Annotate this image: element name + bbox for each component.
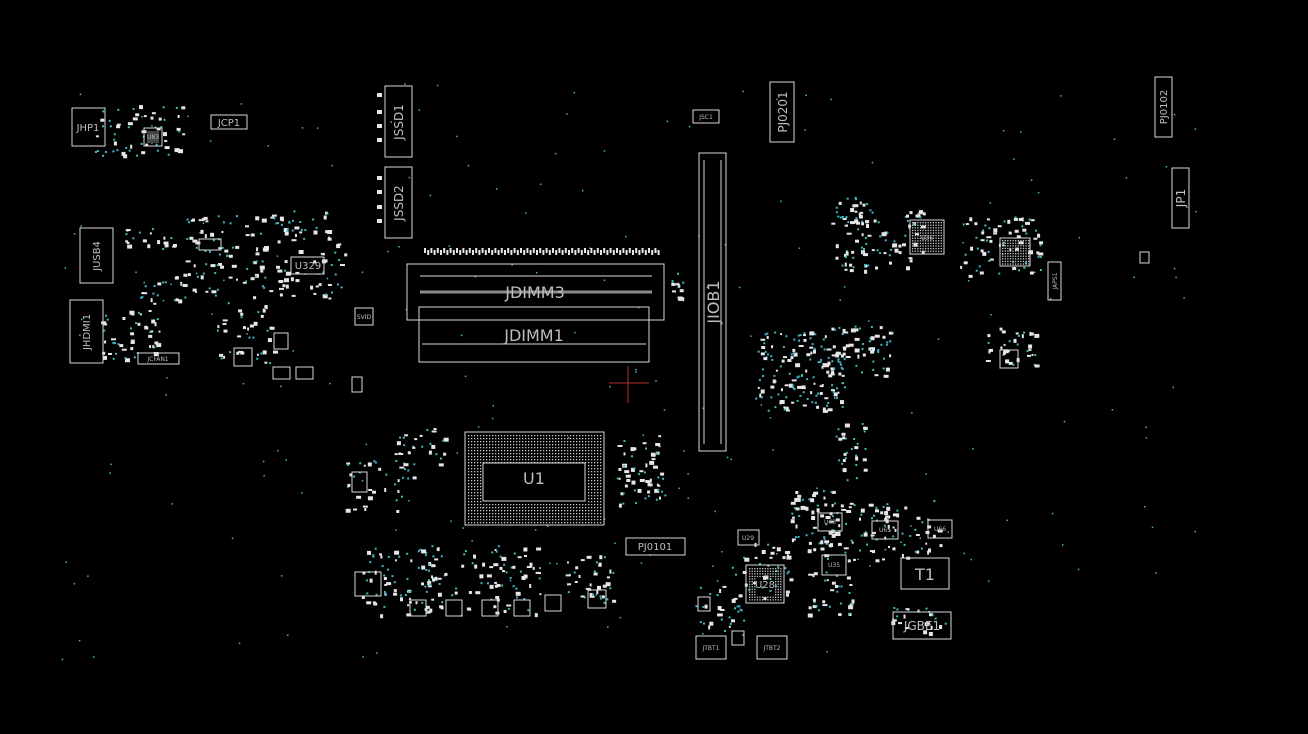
cursor-crosshair-marker bbox=[609, 366, 649, 403]
connector-jgbe1[interactable]: JGBE1 bbox=[892, 611, 952, 640]
chip-outline bbox=[1139, 251, 1150, 264]
label-jsc1: JSC1 bbox=[698, 114, 713, 121]
connector-jcfan1[interactable]: JCFAN1 bbox=[137, 352, 180, 365]
u28-ball-grid bbox=[749, 568, 782, 601]
component-pads-scatter bbox=[61, 83, 1197, 661]
chip-u63[interactable]: U63 bbox=[817, 512, 843, 532]
connector-jtbt1[interactable]: JTBT1 bbox=[695, 635, 727, 660]
label-u35: U35 bbox=[828, 562, 840, 569]
label-u329: U329 bbox=[295, 261, 321, 272]
chip-outline bbox=[544, 594, 562, 612]
connector-jp1[interactable]: JP1 bbox=[1171, 167, 1190, 229]
label-jusb4: JUSB4 bbox=[92, 241, 103, 272]
connector-jcp1[interactable]: JCP1 bbox=[210, 114, 248, 130]
connector-pj0201[interactable]: PJ0201 bbox=[769, 81, 795, 143]
connector-japs1[interactable]: JAPS1 bbox=[1047, 261, 1062, 301]
chip-u29[interactable]: U29 bbox=[737, 529, 760, 546]
label-jcp1: JCP1 bbox=[217, 118, 240, 129]
label-japs1: JAPS1 bbox=[1052, 272, 1059, 290]
chip-outline bbox=[587, 589, 607, 609]
chip-outline bbox=[273, 332, 289, 350]
label-jdimm3: JDIMM3 bbox=[504, 283, 565, 302]
slot-jdimm1[interactable]: JDIMM1 bbox=[418, 306, 650, 363]
chip-u35[interactable]: U35 bbox=[821, 554, 847, 576]
chip-outline bbox=[351, 471, 368, 493]
chip-outline bbox=[351, 376, 363, 393]
chip-u36[interactable]: U36 bbox=[909, 219, 945, 255]
connector-pj0102[interactable]: PJ0102 bbox=[1154, 76, 1173, 138]
chip-outline bbox=[513, 599, 531, 617]
chip-u83[interactable]: U83 bbox=[143, 127, 163, 147]
label-pj0102: PJ0102 bbox=[1159, 90, 1170, 124]
connector-jssd1[interactable]: JSSD1 bbox=[384, 85, 413, 158]
label-u29: U29 bbox=[742, 535, 754, 542]
chip-outline bbox=[272, 366, 291, 380]
chip-u28[interactable]: U28 bbox=[745, 564, 785, 604]
ssd-pin-column bbox=[377, 93, 382, 223]
connector-pj0101[interactable]: PJ0101 bbox=[625, 537, 686, 556]
label-jcfan1: JCFAN1 bbox=[146, 356, 168, 363]
connector-jtbt2[interactable]: JTBT2 bbox=[756, 635, 788, 660]
label-u63: U63 bbox=[824, 519, 836, 526]
label-u83: U83 bbox=[147, 134, 159, 141]
chip-u329[interactable]: U329 bbox=[290, 256, 325, 275]
chip-outline bbox=[731, 630, 745, 646]
u1-ball-grid bbox=[468, 435, 602, 524]
label-jtbt1: JTBT1 bbox=[701, 645, 719, 652]
chip-u65[interactable]: U65 bbox=[871, 520, 899, 540]
label-t1: T1 bbox=[914, 565, 935, 584]
dimm-pad-row bbox=[424, 248, 660, 255]
chip-outline bbox=[354, 571, 382, 597]
label-jgbe1: JGBE1 bbox=[903, 619, 940, 633]
chip-outline bbox=[409, 599, 427, 617]
label-svid: SVID bbox=[357, 314, 372, 321]
connector-jusb4[interactable]: JUSB4 bbox=[79, 227, 114, 284]
label-u1: U1 bbox=[523, 469, 545, 488]
connector-jhp1[interactable]: JHP1 bbox=[71, 107, 106, 147]
label-jhp1: JHP1 bbox=[76, 123, 100, 134]
right-chip-ball-grid bbox=[1002, 240, 1030, 265]
slot-jdimm3[interactable]: JDIMM3 bbox=[406, 263, 665, 321]
chip-outline bbox=[295, 366, 314, 380]
chip-outline bbox=[999, 349, 1019, 369]
chip-outline bbox=[445, 599, 463, 617]
pad-outline bbox=[198, 238, 222, 251]
label-u65: U65 bbox=[879, 527, 891, 534]
chip-svid[interactable]: SVID bbox=[354, 307, 374, 326]
chip-outline bbox=[481, 599, 499, 617]
label-jp1: JP1 bbox=[1174, 189, 1188, 208]
label-u66: U66 bbox=[934, 526, 946, 533]
u36-ball-grid bbox=[912, 222, 942, 252]
label-jssd2: JSSD2 bbox=[392, 185, 406, 222]
label-jtbt2: JTBT2 bbox=[762, 645, 780, 652]
connector-jsc1[interactable]: JSC1 bbox=[692, 109, 720, 124]
label-jdimm1: JDIMM1 bbox=[503, 326, 564, 345]
label-u28: U28 bbox=[755, 580, 775, 591]
connector-jhdmi1[interactable]: JHDMI1 bbox=[69, 299, 104, 364]
chip-outline bbox=[697, 596, 711, 612]
label-jhdmi1: JHDMI1 bbox=[82, 314, 93, 351]
label-pj0201: PJ0201 bbox=[776, 91, 790, 132]
transformer-t1[interactable]: T1 bbox=[900, 557, 950, 590]
chip-bga-right[interactable] bbox=[999, 237, 1031, 267]
chip-u66[interactable]: U66 bbox=[927, 519, 953, 539]
label-jssd1: JSSD1 bbox=[392, 104, 406, 141]
chip-outline bbox=[233, 347, 253, 367]
chip-u1-cpu[interactable]: U1 bbox=[464, 431, 605, 526]
connector-jiob1[interactable]: JIOB1 bbox=[698, 152, 727, 452]
connector-jssd2[interactable]: JSSD2 bbox=[384, 166, 413, 239]
label-jiob1: JIOB1 bbox=[704, 280, 723, 324]
label-u36: U36 bbox=[921, 235, 933, 242]
label-pj0101: PJ0101 bbox=[638, 542, 672, 553]
